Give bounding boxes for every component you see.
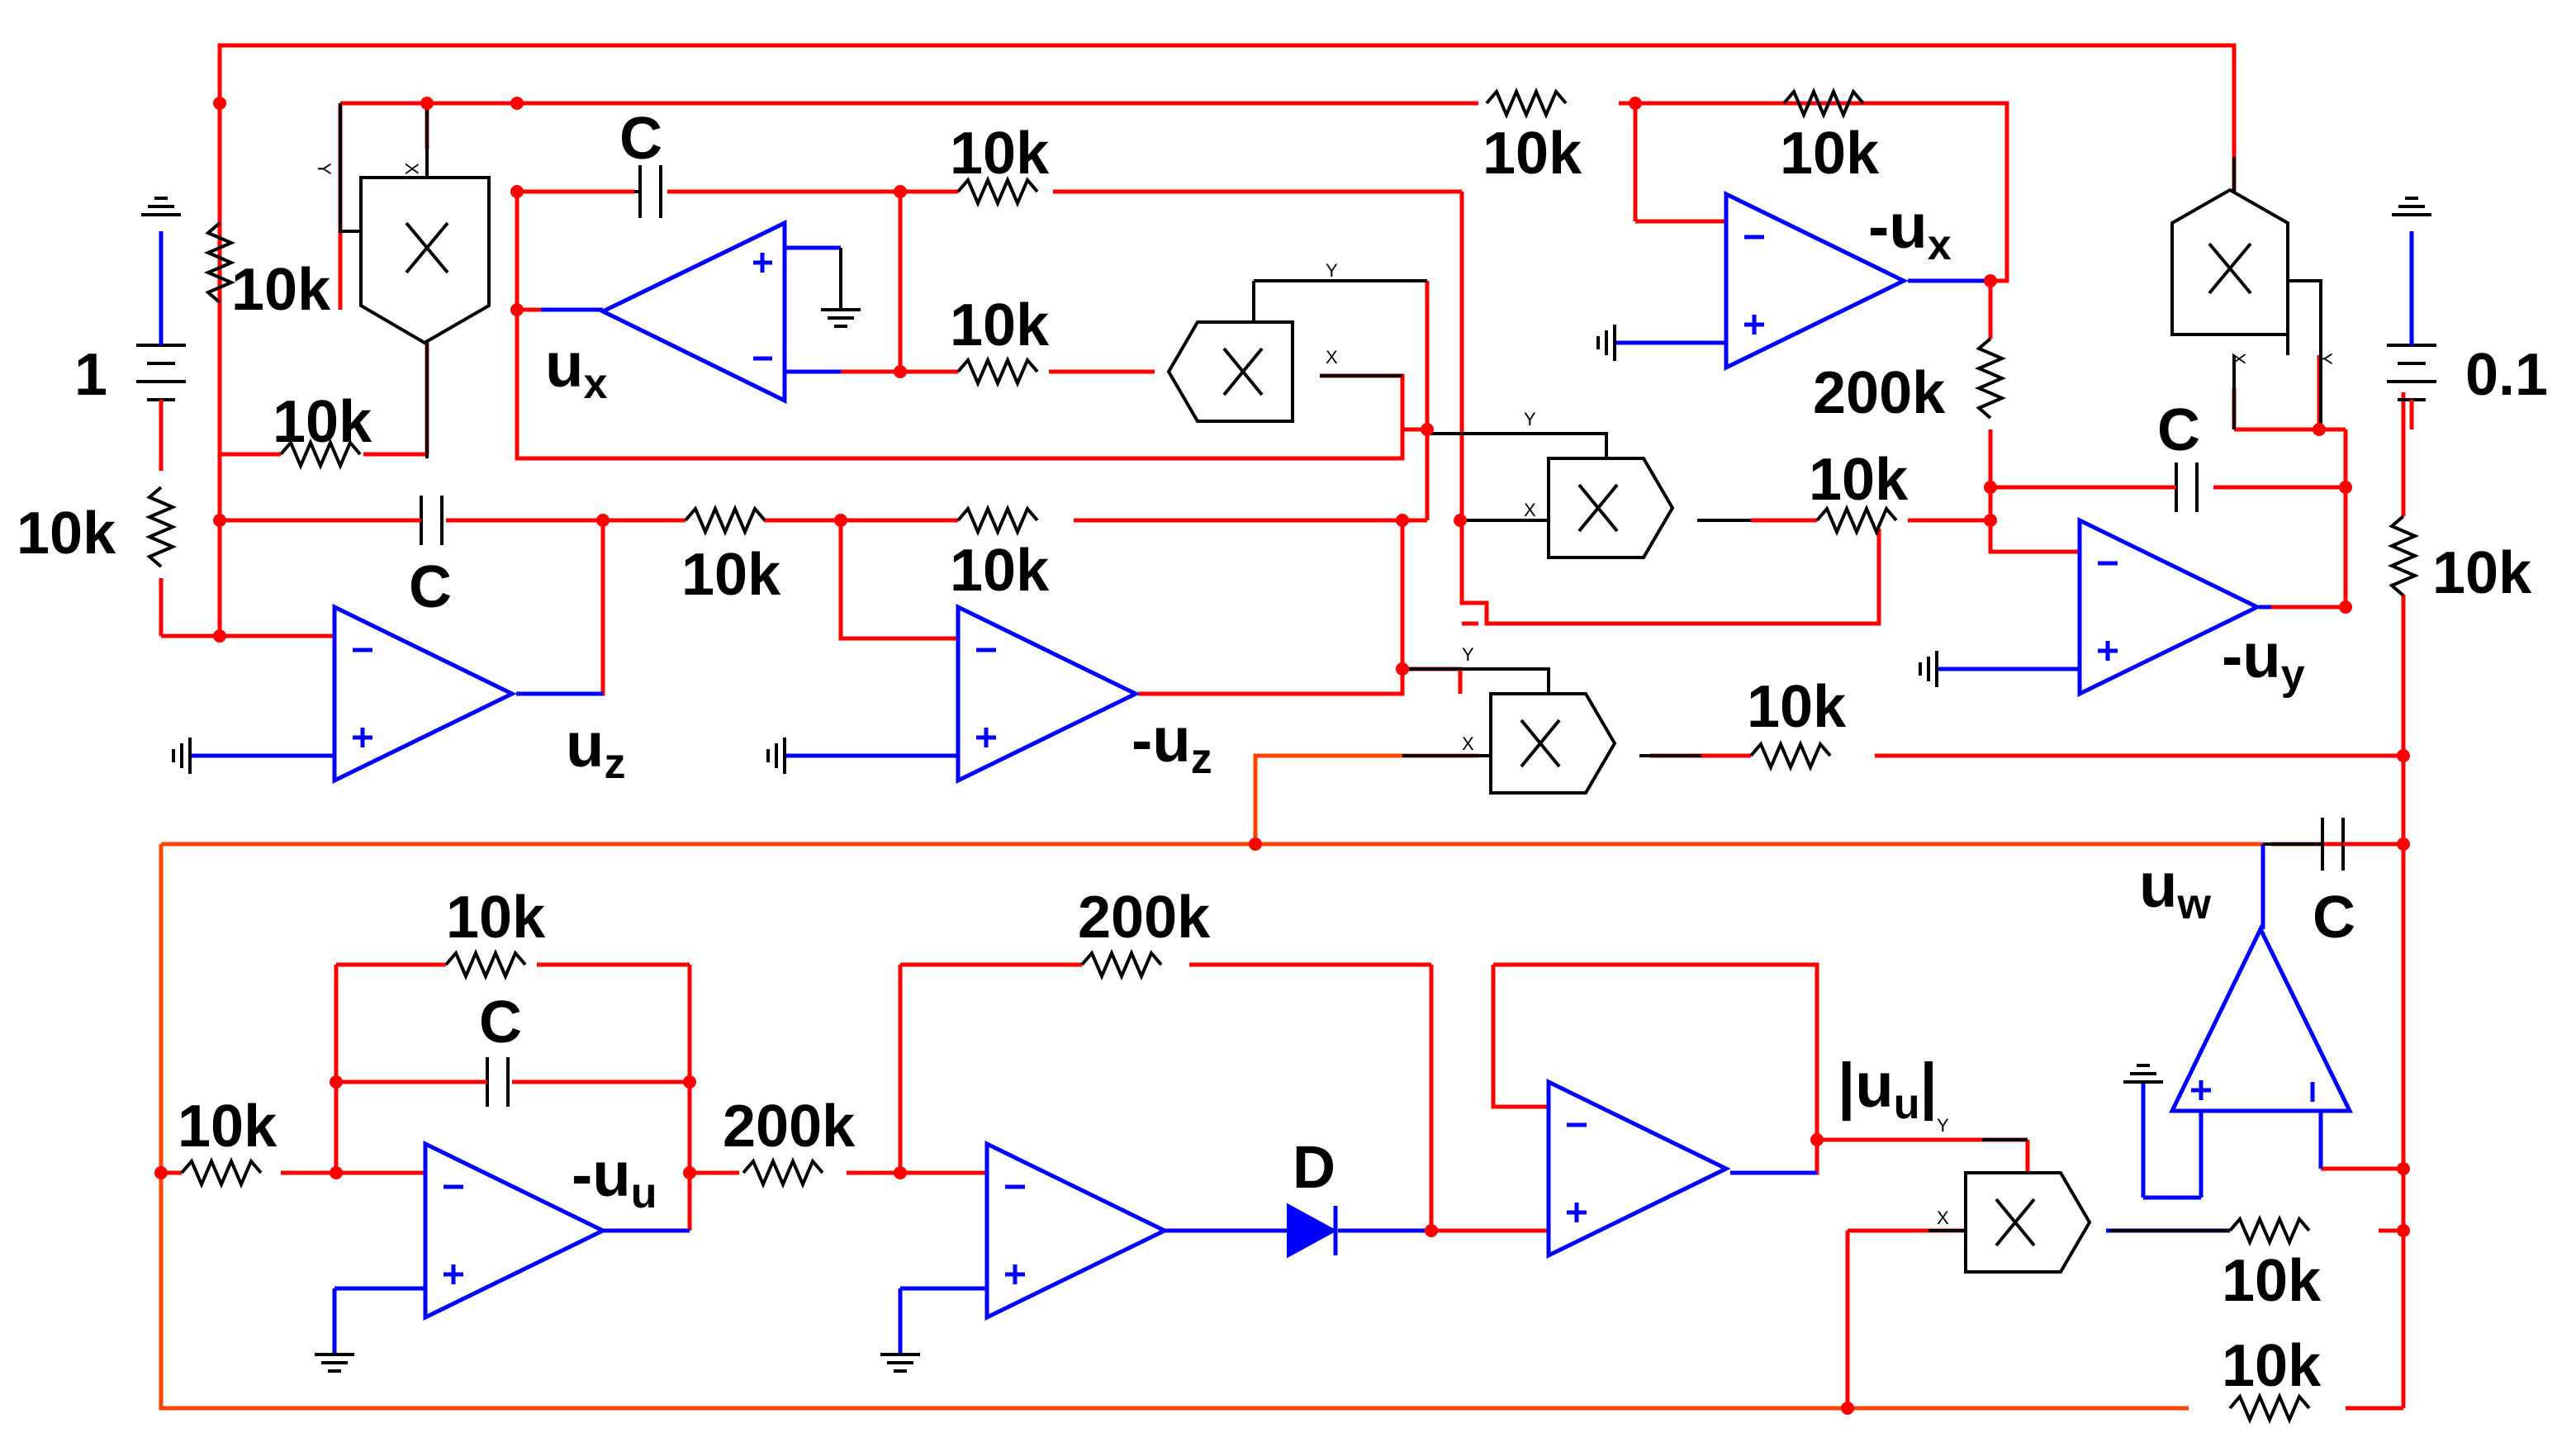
resistor-label: 10k bbox=[1747, 674, 1847, 740]
ground-icon bbox=[819, 308, 862, 328]
opamp-ux-body bbox=[598, 220, 787, 405]
svg-text:Y: Y bbox=[1326, 260, 1338, 281]
signal-neg-uu: -uu bbox=[572, 1140, 657, 1217]
voltage-source-left bbox=[136, 197, 186, 417]
resistor-mul-z bbox=[1749, 742, 1832, 769]
capacitor-ux bbox=[634, 165, 662, 218]
ground-icon bbox=[879, 1353, 922, 1373]
nodes bbox=[154, 97, 2410, 1415]
capacitor-label: C bbox=[409, 554, 452, 620]
multiplier-5 bbox=[2170, 188, 2289, 336]
capacitor-label: C bbox=[2157, 397, 2200, 463]
component-wiring bbox=[339, 103, 2322, 1232]
resistor-label: 10k bbox=[2432, 540, 2532, 606]
signal-neg-ux: -ux bbox=[1868, 192, 1952, 269]
resistor-uz-a bbox=[684, 507, 766, 534]
resistor-top-right-a bbox=[1485, 90, 1568, 116]
signal-neg-uy: -uy bbox=[2222, 621, 2305, 699]
svg-text:X: X bbox=[401, 163, 422, 175]
diode bbox=[1287, 1203, 1338, 1259]
signal-uw: uw bbox=[2139, 851, 2211, 928]
resistor-label: 10k bbox=[681, 542, 781, 608]
svg-text:X: X bbox=[2228, 353, 2249, 365]
signal-ux: ux bbox=[545, 330, 607, 408]
capacitor-uw bbox=[2263, 818, 2403, 871]
resistor-200k-b bbox=[1080, 951, 1163, 978]
opamp-rectifier bbox=[987, 1144, 1165, 1317]
opamp-buffer bbox=[1549, 1082, 1726, 1255]
capacitor-uy bbox=[2164, 463, 2199, 512]
signal-neg-uz: -uz bbox=[1131, 705, 1212, 783]
ground-icon bbox=[313, 1353, 356, 1373]
resistor-label: 10k bbox=[1809, 447, 1909, 513]
svg-text:X: X bbox=[1937, 1207, 1949, 1228]
multiplier-6 bbox=[1964, 1171, 2091, 1274]
multiplier-port-labels: Y X Y X Y X Y X X Y Y X bbox=[314, 163, 2336, 1228]
resistor-ux-mid bbox=[956, 358, 1039, 385]
resistor-label: 10k bbox=[231, 257, 331, 323]
ground-icon bbox=[766, 736, 786, 776]
svg-text:Y: Y bbox=[1462, 644, 1474, 665]
component-labels: 1 0.1 10k 10k 10k 10k 10k 10k 10k 200k 1… bbox=[17, 106, 2548, 1399]
resistor-200k-right bbox=[1977, 337, 2004, 420]
resistor-bottom-b bbox=[2228, 1395, 2311, 1421]
capacitors bbox=[409, 165, 2403, 1107]
diode-label: D bbox=[1293, 1135, 1335, 1201]
multiplier-1 bbox=[359, 176, 491, 345]
svg-text:Y: Y bbox=[314, 163, 334, 175]
multipliers bbox=[359, 176, 2289, 1274]
multiplier-4 bbox=[1489, 692, 1616, 795]
resistor-left-lower bbox=[148, 486, 174, 568]
resistor-200k-a bbox=[742, 1160, 824, 1186]
opamp-neg-uz bbox=[958, 607, 1136, 780]
ground-icon bbox=[1919, 649, 1938, 689]
resistor-label: 10k bbox=[950, 292, 1050, 358]
opamps bbox=[334, 194, 2354, 1317]
voltage-source-right bbox=[2387, 197, 2436, 429]
resistor-label: 10k bbox=[178, 1094, 278, 1160]
resistor-label: 200k bbox=[1078, 885, 1211, 951]
ground-icon bbox=[2122, 1064, 2165, 1084]
resistor-uz-b bbox=[956, 507, 1039, 534]
resistor-uu-in bbox=[180, 1160, 263, 1186]
source-label-right: 0.1 bbox=[2465, 342, 2548, 408]
resistor-label: 10k bbox=[1483, 121, 1582, 187]
resistor-label: 10k bbox=[1780, 121, 1880, 187]
resistor-label: 10k bbox=[950, 121, 1050, 187]
signal-uz: uz bbox=[566, 710, 625, 788]
capacitor-uu bbox=[475, 1057, 510, 1107]
capacitor-uz bbox=[409, 496, 444, 545]
resistor-label: 10k bbox=[2222, 1333, 2322, 1399]
resistor-uu-fb bbox=[444, 951, 527, 978]
resistor-bottom-a bbox=[2228, 1217, 2311, 1244]
resistor-label: 10k bbox=[17, 501, 116, 567]
capacitor-label: C bbox=[2313, 885, 2355, 951]
resistor-label: 10k bbox=[446, 885, 546, 951]
multiplier-2 bbox=[1167, 320, 1294, 423]
multiplier-3 bbox=[1547, 457, 1674, 559]
signal-abs-uu: |uu| bbox=[1838, 1051, 1938, 1128]
resistor-label: 10k bbox=[273, 389, 372, 455]
svg-text:Y: Y bbox=[1937, 1115, 1949, 1136]
resistor-label: 10k bbox=[950, 538, 1050, 604]
resistor-label: 200k bbox=[723, 1094, 856, 1160]
resistor-label: 10k bbox=[2222, 1248, 2322, 1314]
capacitor-label: C bbox=[479, 989, 522, 1056]
ground-icon bbox=[172, 736, 192, 776]
svg-text:X: X bbox=[1326, 347, 1338, 368]
svg-text:Y: Y bbox=[2315, 353, 2336, 365]
opamp-uw-body bbox=[2169, 924, 2354, 1113]
resistor-label: 200k bbox=[1813, 360, 1946, 426]
resistor-right-vertical bbox=[2390, 515, 2417, 597]
capacitor-label: C bbox=[619, 106, 662, 172]
svg-text:Y: Y bbox=[1524, 409, 1536, 429]
ground-icon bbox=[1596, 323, 1616, 363]
svg-text:X: X bbox=[1524, 500, 1536, 520]
svg-text:X: X bbox=[1462, 733, 1474, 754]
opamp-uz bbox=[334, 607, 512, 780]
signal-labels: ux -ux uz -uz -uy -uu |uu| uw bbox=[545, 192, 2305, 1217]
source-label-left: 1 bbox=[74, 342, 107, 408]
